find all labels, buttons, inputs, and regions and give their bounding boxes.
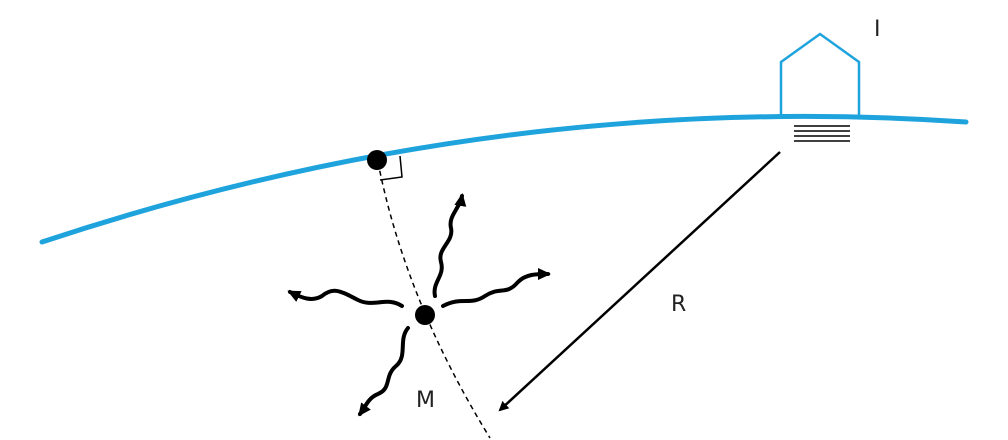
distance-arrow [498, 151, 781, 412]
right-angle-icon [379, 155, 403, 181]
dashed-radial-path [377, 161, 491, 439]
wavy-arrow-icon [432, 193, 467, 298]
source-label: M [416, 388, 435, 413]
source-dot [415, 305, 435, 325]
wave-arrows [287, 193, 551, 417]
wavy-arrow-icon [358, 326, 410, 417]
earth-surface-arc [39, 113, 969, 245]
station-label: I [874, 17, 881, 42]
epicenter-dot [367, 150, 387, 170]
wavy-arrow-icon [287, 288, 404, 308]
ground-lines-icon [794, 125, 850, 142]
distance-label: R [671, 292, 686, 317]
wavy-arrow-icon [441, 268, 551, 308]
house-icon [779, 32, 861, 116]
